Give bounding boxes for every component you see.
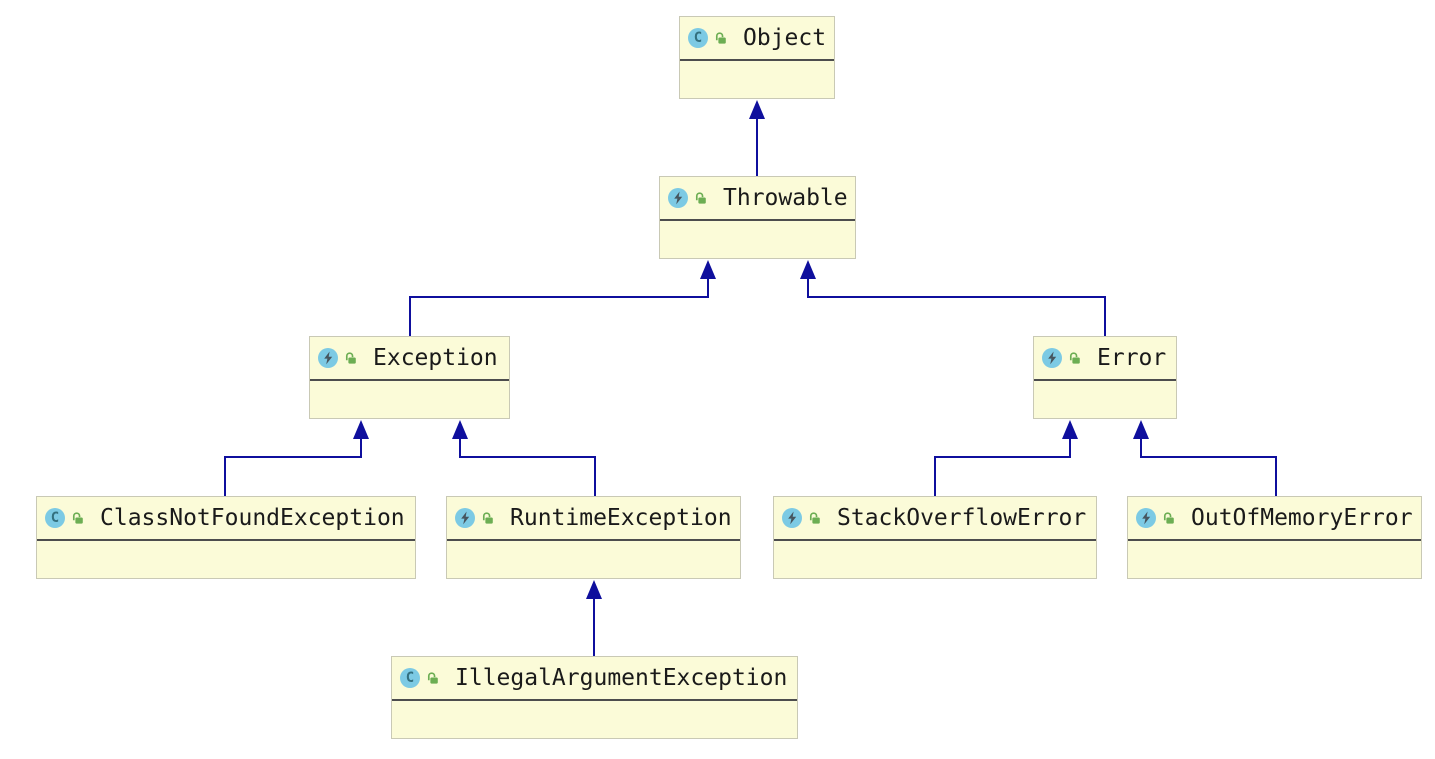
- class-name: OutOfMemoryError: [1191, 504, 1413, 531]
- class-box-throwable[interactable]: Throwable: [659, 176, 856, 259]
- inheritance-arrow-throwable-to-object[interactable]: [749, 100, 765, 177]
- class-compartment: [1034, 381, 1176, 418]
- class-name: Exception: [373, 344, 498, 371]
- public-lock-icon: [481, 511, 494, 525]
- class-title-row: StackOverflowError: [774, 497, 1096, 541]
- inheritance-arrow-runtimeexception-to-exception[interactable]: [452, 420, 596, 496]
- class-title-row: Error: [1034, 337, 1176, 381]
- inheritance-arrow-outofmemoryerror-to-error[interactable]: [1133, 420, 1277, 496]
- class-name: Object: [743, 24, 827, 51]
- class-box-error[interactable]: Error: [1033, 336, 1177, 419]
- class-name: ClassNotFoundException: [100, 504, 405, 531]
- exception-class-icon: [1136, 508, 1156, 528]
- inheritance-arrow-illegalargumentexception-to-runtimeexception[interactable]: [586, 580, 602, 656]
- class-name: Throwable: [723, 184, 848, 211]
- class-title-row: C ClassNotFoundException: [37, 497, 415, 541]
- class-icon: C: [400, 668, 420, 688]
- class-box-object[interactable]: C Object: [679, 16, 835, 99]
- class-title-row: RuntimeException: [447, 497, 740, 541]
- class-compartment: [680, 61, 834, 98]
- exception-class-icon: [1042, 348, 1062, 368]
- class-name: IllegalArgumentException: [455, 664, 788, 691]
- class-compartment: [447, 541, 740, 578]
- public-lock-icon: [714, 31, 727, 45]
- class-name: RuntimeException: [510, 504, 732, 531]
- inheritance-arrow-error-to-throwable[interactable]: [800, 260, 1106, 336]
- class-title-row: C Object: [680, 17, 834, 61]
- inheritance-arrow-exception-to-throwable[interactable]: [409, 260, 716, 336]
- class-title-row: C IllegalArgumentException: [392, 657, 797, 701]
- public-lock-icon: [1162, 511, 1175, 525]
- class-box-stackoverflowerror[interactable]: StackOverflowError: [773, 496, 1097, 579]
- class-title-row: Throwable: [660, 177, 855, 221]
- class-icon: C: [688, 28, 708, 48]
- class-compartment: [660, 221, 855, 258]
- exception-class-icon: [455, 508, 475, 528]
- class-box-outofmemoryerror[interactable]: OutOfMemoryError: [1127, 496, 1422, 579]
- public-lock-icon: [808, 511, 821, 525]
- class-compartment: [1128, 541, 1421, 578]
- public-lock-icon: [694, 191, 707, 205]
- class-box-illegalargumentexception[interactable]: C IllegalArgumentException: [391, 656, 798, 739]
- public-lock-icon: [344, 351, 357, 365]
- class-compartment: [37, 541, 415, 578]
- class-box-runtimeexception[interactable]: RuntimeException: [446, 496, 741, 579]
- class-name: StackOverflowError: [837, 504, 1087, 531]
- exception-class-icon: [782, 508, 802, 528]
- class-icon: C: [45, 508, 65, 528]
- class-title-row: OutOfMemoryError: [1128, 497, 1421, 541]
- class-name: Error: [1097, 344, 1167, 371]
- class-box-classnotfoundexception[interactable]: C ClassNotFoundException: [36, 496, 416, 579]
- class-compartment: [310, 381, 509, 418]
- inheritance-arrow-stackoverflowerror-to-error[interactable]: [934, 420, 1078, 496]
- inheritance-arrow-classnotfoundexception-to-exception[interactable]: [224, 420, 369, 496]
- public-lock-icon: [1068, 351, 1081, 365]
- class-title-row: Exception: [310, 337, 509, 381]
- class-compartment: [774, 541, 1096, 578]
- class-compartment: [392, 701, 797, 738]
- public-lock-icon: [71, 511, 84, 525]
- class-box-exception[interactable]: Exception: [309, 336, 510, 419]
- exception-class-icon: [668, 188, 688, 208]
- public-lock-icon: [426, 671, 439, 685]
- exception-class-icon: [318, 348, 338, 368]
